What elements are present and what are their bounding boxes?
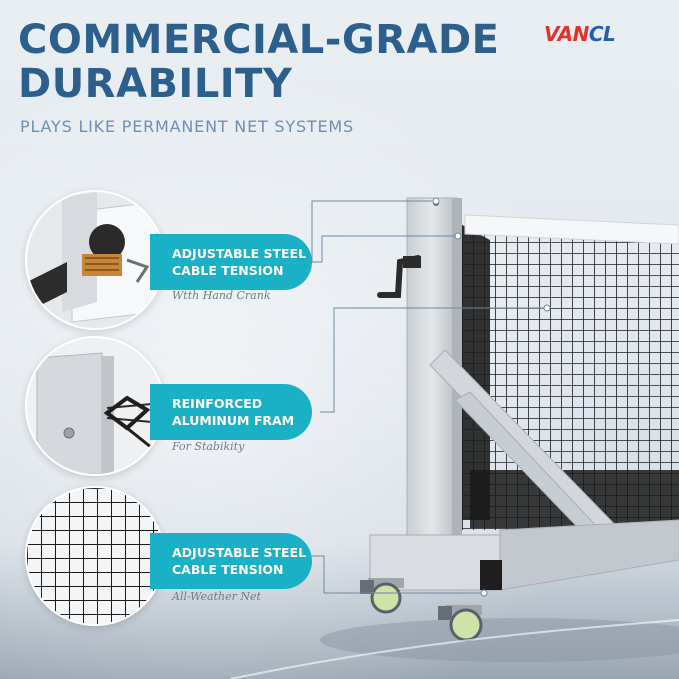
feature-pill-aluminum-frame: REINFORCED ALUMINUM FRAM	[150, 384, 312, 440]
caster-wheel-left	[360, 578, 404, 614]
feature-3-line-1: ADJUSTABLE STEEL	[172, 545, 307, 560]
callout-dot-1	[432, 197, 440, 205]
base-endcap	[480, 560, 502, 590]
title-line-1: COMMERCIAL-GRADE	[18, 17, 500, 63]
net-side-band	[462, 225, 490, 520]
feature-2-line-2: ALUMINUM FRAM	[172, 413, 295, 428]
logo-part-blue: CL	[588, 22, 616, 46]
feature-1-line-2: CABLE TENSION	[172, 263, 284, 278]
feature-pill-net-cable: ADJUSTABLE STEEL CABLE TENSION	[150, 533, 312, 589]
feature-3-caption: All-Weather Net	[172, 590, 261, 603]
base-rail	[499, 519, 679, 591]
detail-circle-aluminum-frame	[25, 336, 165, 476]
feature-1-line-1: ADJUSTABLE STEEL	[172, 246, 307, 261]
crank-hub	[403, 256, 421, 268]
feature-pill-cable-tension: ADJUSTABLE STEEL CABLE TENSION	[150, 234, 312, 290]
brand-logo: VANCL	[544, 22, 616, 46]
net-headband	[464, 214, 679, 245]
feature-3-line-2: CABLE TENSION	[172, 562, 284, 577]
page-subtitle: PLAYS LIKE PERMANENT NET SYSTEMS	[20, 117, 354, 136]
feature-2-line-1: REINFORCED	[172, 396, 263, 411]
page-title: COMMERCIAL-GRADE DURABILITY	[18, 18, 500, 106]
title-line-2: DURABILITY	[18, 61, 293, 107]
feature-1-caption: Wtth Hand Crank	[172, 289, 271, 302]
detail-circle-crank-mechanism	[25, 190, 165, 330]
net-post-side	[452, 198, 462, 590]
callout-dot-2	[454, 232, 462, 240]
callout-dot-4	[480, 589, 488, 597]
feature-2-caption: For Stabikity	[172, 440, 245, 453]
detail-circle-net-mesh	[25, 486, 165, 626]
callout-lines	[311, 200, 547, 594]
ground-shadow	[320, 618, 679, 662]
logo-part-red: VAN	[544, 22, 589, 46]
caster-wheel-right	[438, 605, 483, 642]
callout-dot-3	[543, 304, 551, 312]
